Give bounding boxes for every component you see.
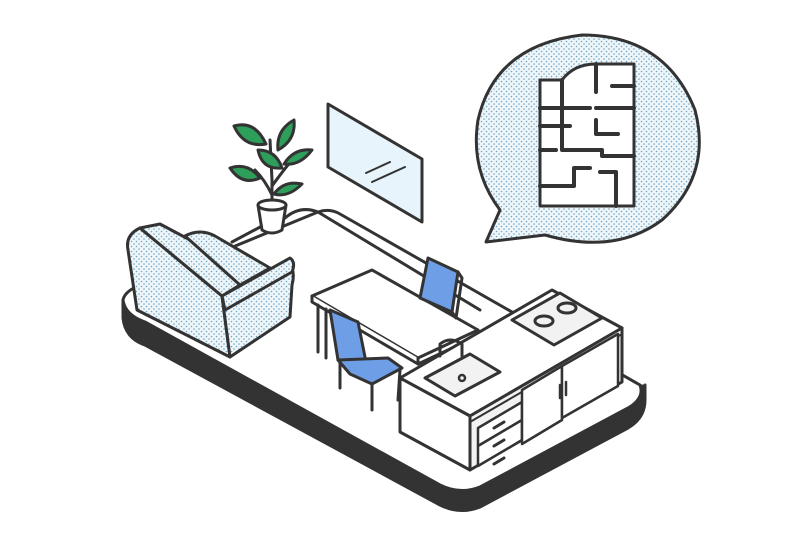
chair-back	[418, 256, 464, 320]
sofa	[126, 222, 296, 359]
kitchen-counter	[398, 288, 624, 472]
window	[326, 102, 424, 224]
floor-plan-icon	[538, 62, 636, 208]
wall-line	[230, 208, 482, 312]
potted-plant	[228, 118, 314, 235]
floor-plan-bubble	[474, 33, 701, 244]
chair-front	[328, 308, 404, 412]
